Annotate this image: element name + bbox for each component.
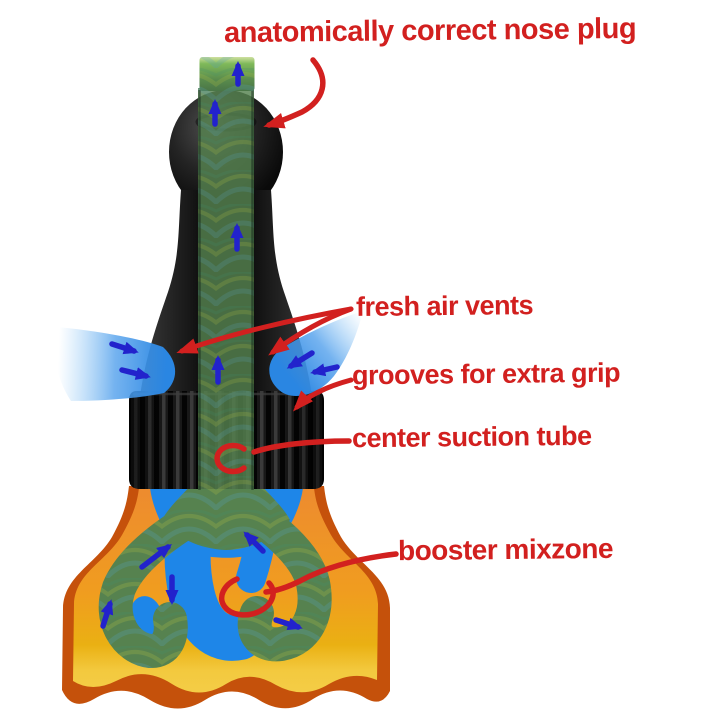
title-leader-arrow [263, 57, 326, 129]
vents-leader-arrow-right [268, 306, 354, 356]
grooves-leader-arrow [292, 377, 354, 412]
flow-arrow-up-low [100, 599, 114, 629]
label-title: anatomically correct nose plug [223, 12, 637, 50]
tip-texture [199, 57, 255, 91]
label-center-suction-tube: center suction tube [351, 420, 592, 454]
center-suction-tube [198, 88, 254, 490]
vent-arrow-right-2 [310, 363, 340, 377]
vent-beam-left [54, 327, 176, 401]
flow-arrow-up-right [139, 543, 172, 570]
label-booster-mixzone: booster mixzone [397, 532, 614, 567]
suction-highlight-circle [214, 442, 247, 475]
flow-arrow-up-left [243, 531, 266, 554]
vent-arrow-right-1 [286, 350, 315, 369]
tube-flow-arrows [109, 61, 340, 385]
flask-contents [98, 488, 332, 668]
red-annotations [176, 57, 399, 618]
label-fresh-air-vents: fresh air vents [355, 290, 534, 322]
vent-arrow-left-1 [109, 341, 139, 355]
vent-arrow-left-2 [119, 367, 151, 380]
label-grooves: grooves for extra grip [351, 357, 621, 391]
booster-leader-line [263, 551, 399, 595]
right-loop-tube-texture [223, 488, 332, 662]
suction-tube-texture [198, 88, 254, 490]
left-loop-tube-texture [98, 488, 231, 668]
flow-arrow-right-low [273, 617, 303, 631]
booster-highlight-ellipse [218, 576, 276, 618]
nose-plug-tip [199, 57, 255, 91]
vent-beam-right [269, 311, 363, 396]
suction-leader-line [251, 438, 352, 455]
vents-leader-arrow-left [176, 306, 354, 354]
fresh-air-beams [54, 311, 363, 401]
flask-flow-arrows [100, 531, 303, 631]
